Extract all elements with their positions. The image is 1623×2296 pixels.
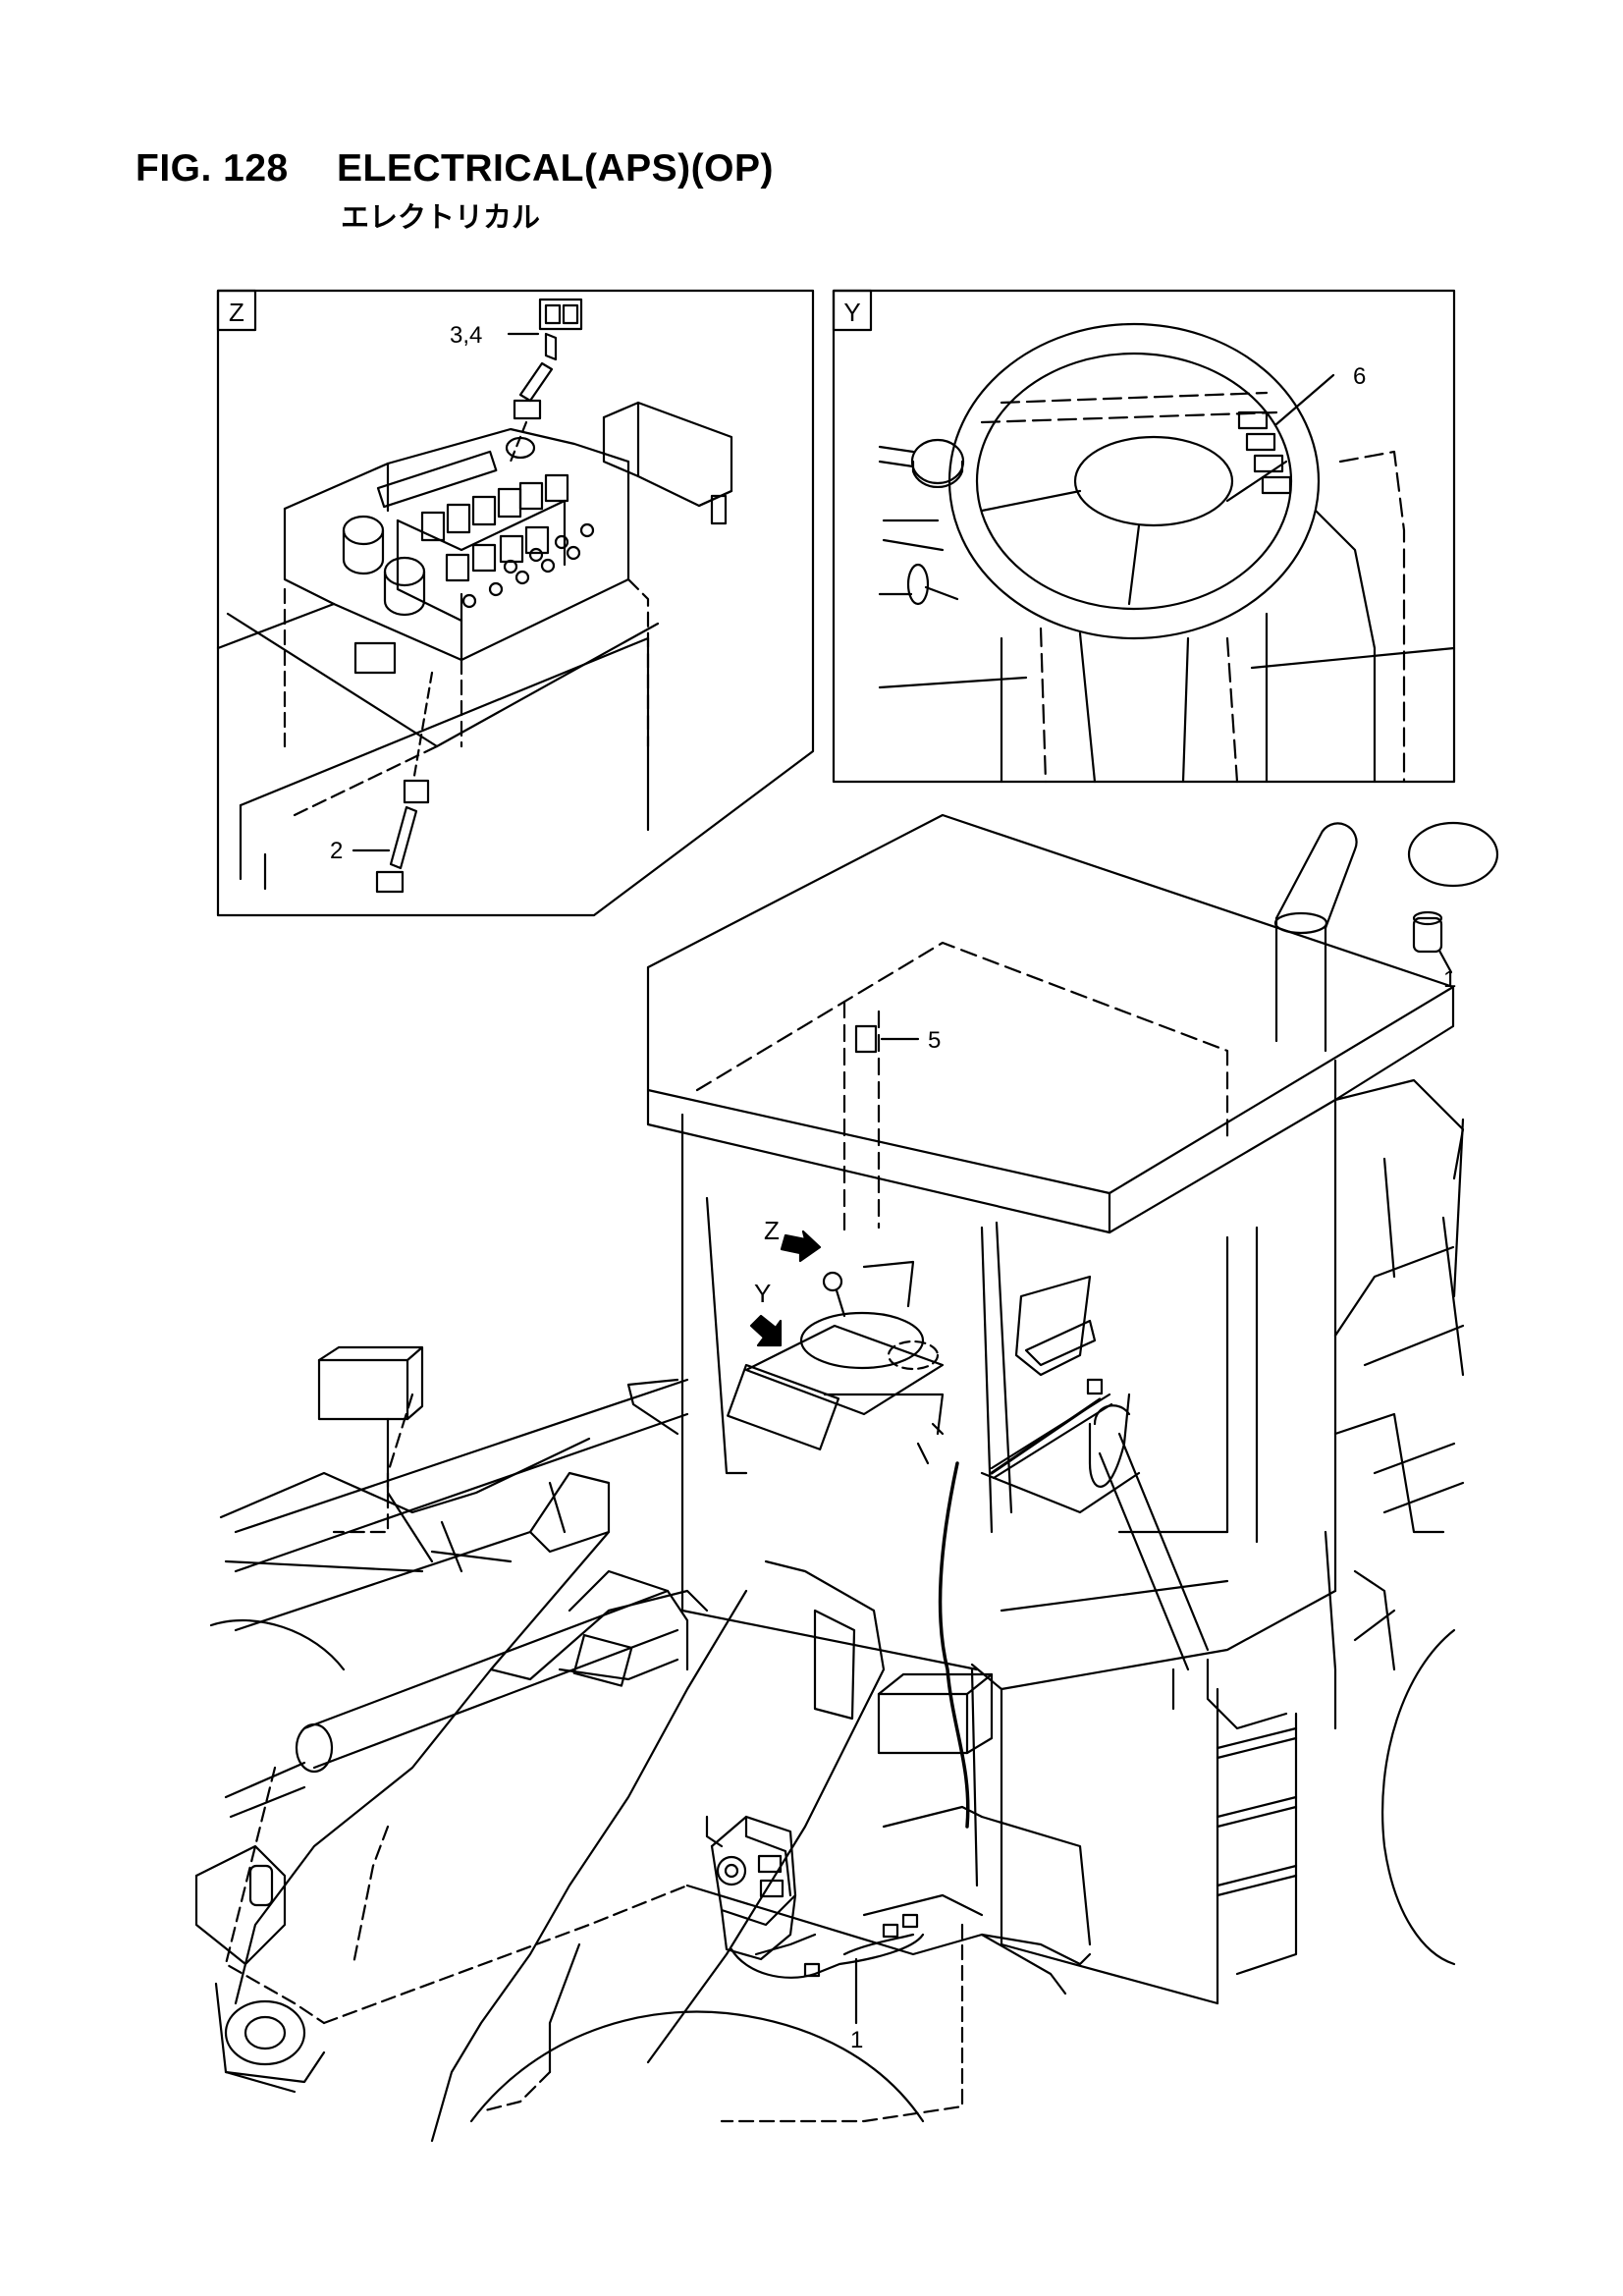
- main-machine-view: 5: [194, 813, 1499, 2143]
- view-arrow-y-label: Y: [754, 1279, 771, 1308]
- figure-title: FIG. 128 ELECTRICAL(APS)(OP): [135, 147, 774, 191]
- console-base: [216, 602, 336, 650]
- view-arrow-y: Y: [749, 1279, 783, 1347]
- callout-1-corner: 1: [1443, 966, 1456, 993]
- loader-frame: [194, 1345, 1456, 2143]
- detail-view-y: Y: [832, 289, 1456, 784]
- detail-view-z: Z: [216, 289, 815, 917]
- engine-hood-rails: [1333, 1078, 1465, 1642]
- switch-3-4: [509, 298, 583, 464]
- callout-2: 2: [330, 838, 343, 864]
- harness-cab: [990, 1397, 1102, 1475]
- detail-z-label: Z: [229, 298, 244, 327]
- ladder: [970, 1530, 1396, 2005]
- aps-sensor-part-1: [705, 1815, 925, 1979]
- callout-1-main: 1: [850, 2027, 863, 2053]
- callout-1-corner-leader: [1437, 949, 1453, 974]
- figure-number: FIG. 128: [135, 147, 289, 190]
- callout-6-leader: [1274, 373, 1335, 426]
- part-5: [854, 1024, 878, 1054]
- callout-3-4: 3,4: [450, 322, 482, 349]
- steering-wheel: [878, 322, 1456, 784]
- figure-name: ELECTRICAL(APS)(OP): [337, 147, 774, 190]
- detail-y-label-box: [832, 289, 873, 332]
- air-cleaner-part-1: [1407, 821, 1499, 954]
- harness-main: [938, 1461, 970, 1829]
- exhaust-stack: [1273, 822, 1358, 1053]
- harness-2: [375, 671, 434, 894]
- callout-6: 6: [1353, 363, 1366, 390]
- detail-y-frame: [832, 289, 1456, 784]
- view-arrow-z-label: Z: [764, 1216, 780, 1245]
- control-console: [283, 401, 733, 662]
- cab-body: [626, 1098, 1337, 1671]
- cab-side-panel: [1088, 1393, 1210, 1711]
- cab-roof: [646, 813, 1455, 1239]
- detail-z-frame-border: [216, 289, 815, 917]
- callout-5: 5: [928, 1027, 941, 1054]
- figure-subtitle-japanese: エレクトリカル: [341, 202, 541, 234]
- detail-y-label: Y: [843, 298, 860, 327]
- view-arrow-z: Z: [764, 1216, 822, 1263]
- detail-z-label-box: [216, 289, 257, 332]
